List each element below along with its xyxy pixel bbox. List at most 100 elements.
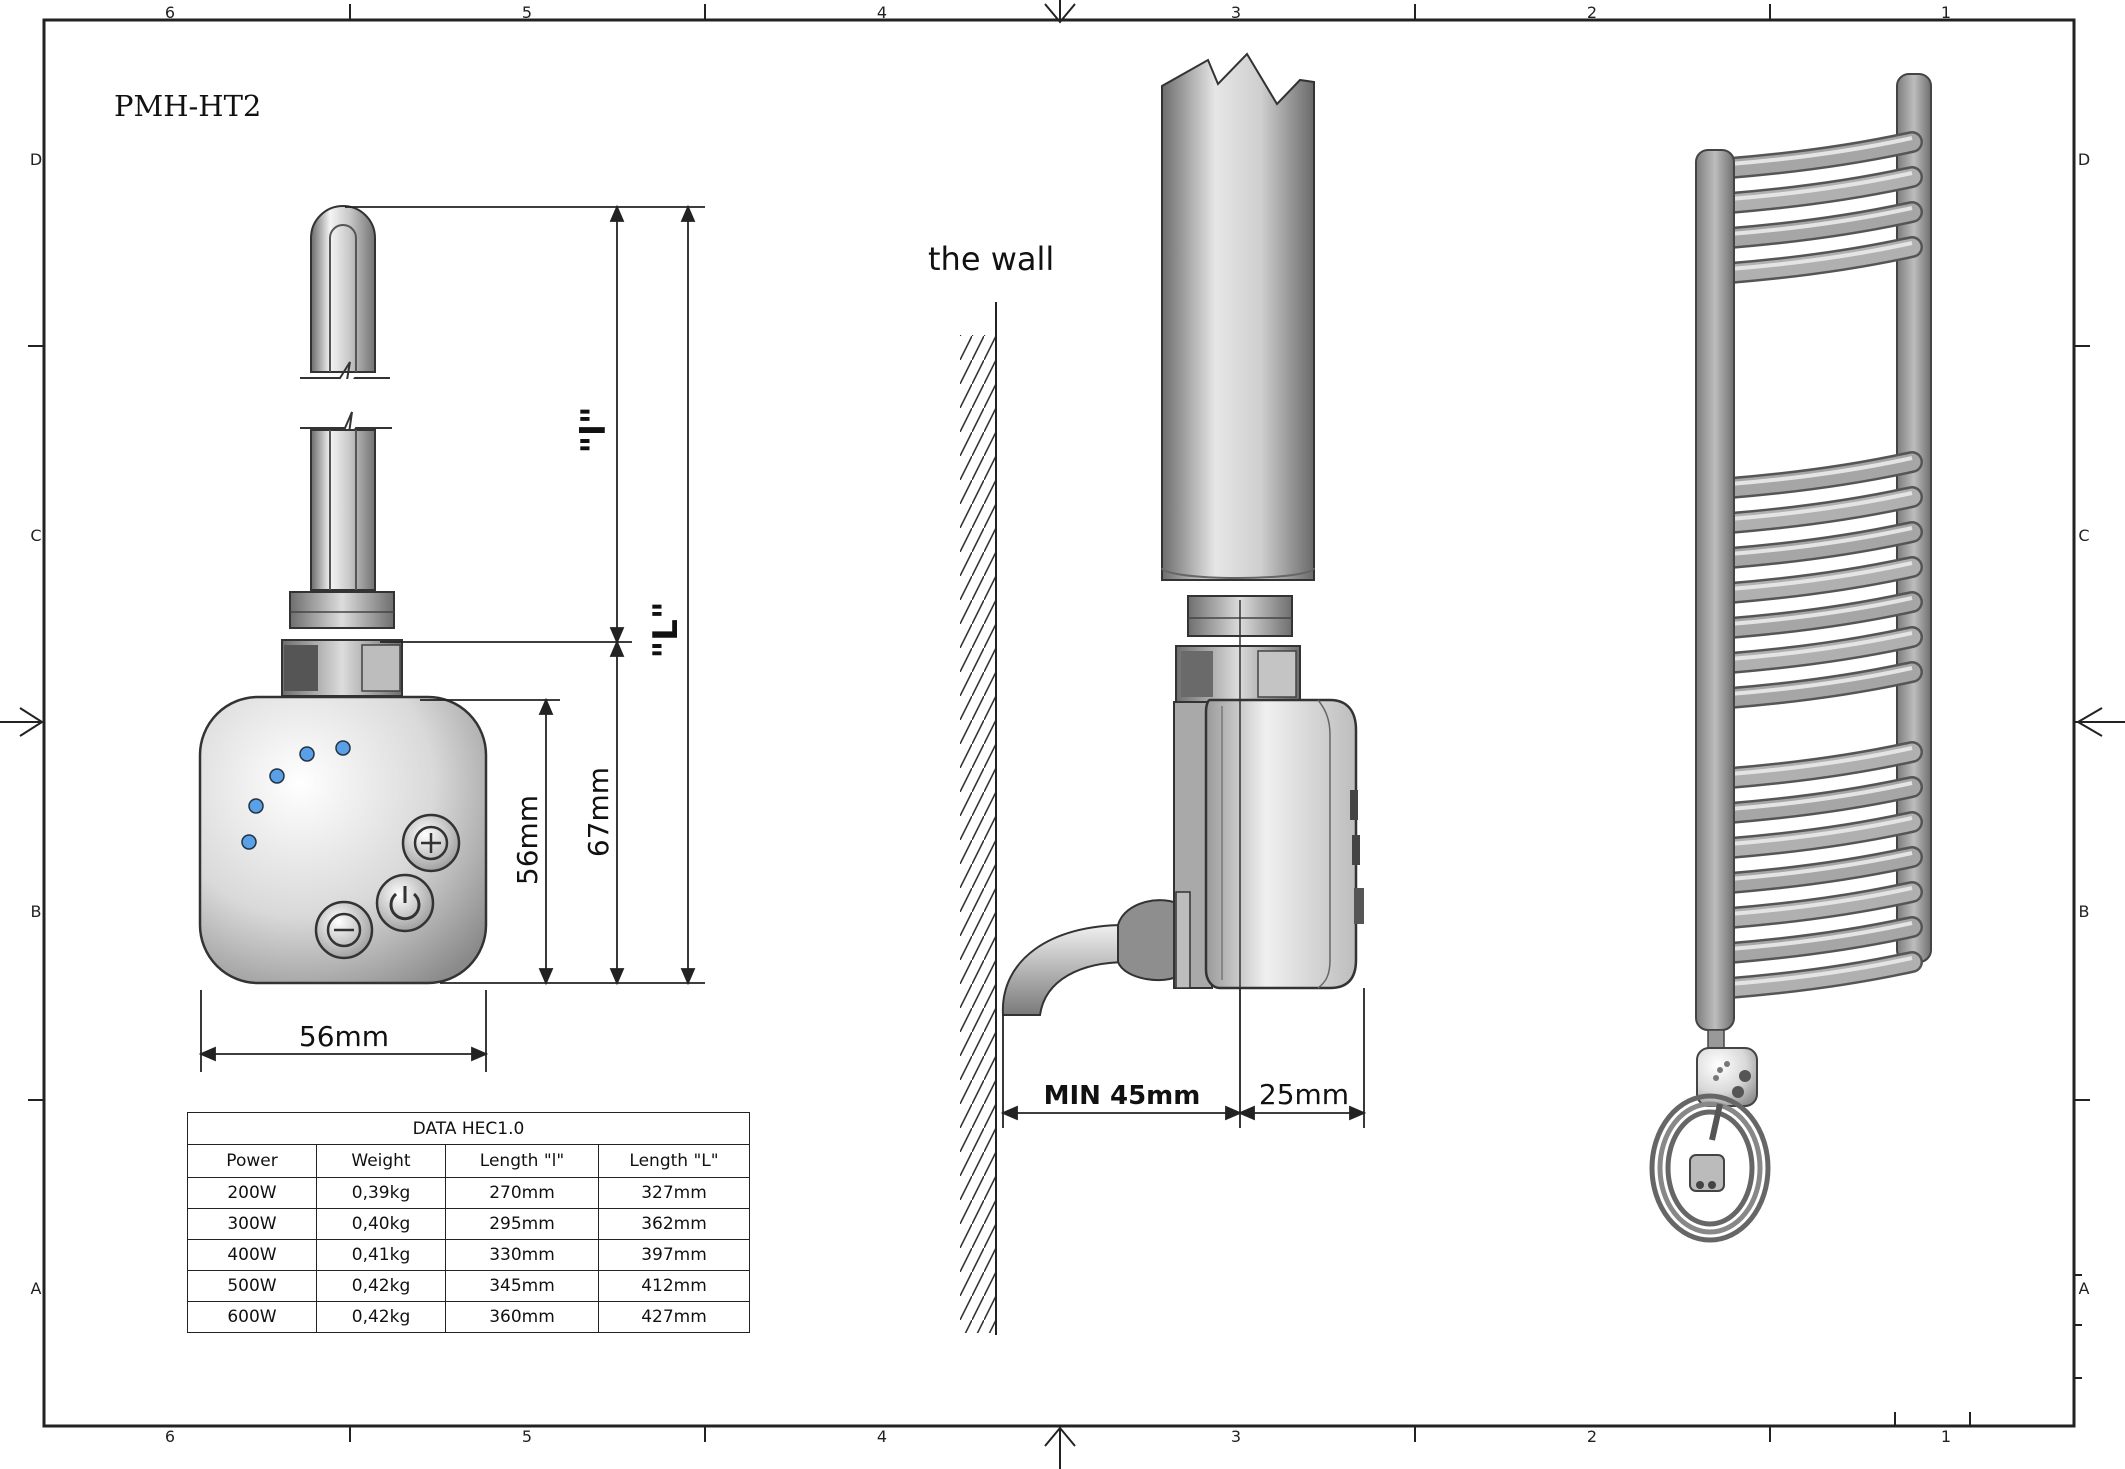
radiator-bar [1721,663,1921,707]
table-cell: 0,40kg [316,1208,446,1240]
table-row: 500W 0,42kg 345mm 412mm [187,1270,750,1302]
dim-label-56mm-width: 56mm [299,1020,389,1053]
table-title: DATA HEC1.0 [187,1112,750,1145]
table-header-length-l: Length "l" [445,1144,599,1178]
radiator-bar-highlight [1729,921,1913,951]
minus-button-icon [314,900,374,960]
radiator-bar [1721,168,1921,212]
radiator-bar-highlight [1729,596,1913,626]
radiator-bar-highlight [1729,561,1913,591]
radiator-bar-highlight [1729,851,1913,881]
table-header-power: Power [187,1144,317,1178]
radiator-bar-highlight [1729,781,1913,811]
table-cell: 600W [187,1301,317,1333]
zone-row-right-a: A [2079,1279,2090,1298]
led-indicator-3 [269,768,285,784]
model-title: PMH-HT2 [114,89,261,123]
radiator-bar-highlight [1729,491,1913,521]
radiator-bar [1721,238,1921,282]
zone-col-bottom-5: 5 [522,1427,532,1446]
dim-label-67mm: 67mm [582,767,615,857]
table-cell: 0,41kg [316,1239,446,1271]
radiator-bar [1721,953,1921,997]
radiator-bar [1721,523,1921,567]
radiator-bar [1721,488,1921,532]
zone-col-top-4: 4 [877,3,887,22]
zone-col-bottom-6: 6 [165,1427,175,1446]
radiator-bar-highlight [1729,816,1913,846]
radiator-bar-highlight [1729,241,1913,271]
radiator-bar [1721,593,1921,637]
radiator-bar-highlight [1729,171,1913,201]
radiator-bar [1721,848,1921,892]
radiator-bar-highlight [1729,746,1913,776]
table-cell: 295mm [445,1208,599,1240]
table-cell: 397mm [598,1239,750,1271]
table-cell: 500W [187,1270,317,1302]
wall-label: the wall [928,240,1054,278]
data-table: DATA HEC1.0 Power Weight Length "l" Leng… [187,1112,750,1333]
led-indicator-1 [241,834,257,850]
dim-label-min-45mm: MIN 45mm [1044,1081,1201,1111]
radiator-bar-highlight [1729,526,1913,556]
zone-col-top-1: 1 [1941,3,1951,22]
radiator-bar-highlight [1729,666,1913,696]
zone-col-bottom-3: 3 [1231,1427,1241,1446]
radiator-bar [1721,778,1921,822]
radiator-bar-highlight [1729,206,1913,236]
table-row: 200W 0,39kg 270mm 327mm [187,1177,750,1209]
zone-row-left-d: D [30,150,42,169]
zone-row-right-c: C [2078,526,2089,545]
table-row: 600W 0,42kg 360mm 427mm [187,1301,750,1333]
radiator-bar [1721,133,1921,177]
table-cell: 0,39kg [316,1177,446,1209]
table-cell: 345mm [445,1270,599,1302]
radiator-bar [1721,558,1921,602]
zone-col-top-3: 3 [1231,3,1241,22]
front-view-dimensions [198,204,705,1072]
table-cell: 400W [187,1239,317,1271]
radiator-bar-highlight [1729,631,1913,661]
dim-label-25mm: 25mm [1259,1078,1349,1111]
radiator-bar-highlight [1729,136,1913,166]
zone-row-left-b: B [31,902,42,921]
zone-row-right-d: D [2078,150,2090,169]
led-indicator-5 [335,740,351,756]
zone-col-top-2: 2 [1587,3,1597,22]
radiator-bar-highlight [1729,886,1913,916]
table-cell: 0,42kg [316,1301,446,1333]
radiator-bar [1721,883,1921,927]
radiator-bar [1721,813,1921,857]
side-view-dimensions [1000,988,1367,1128]
table-cell: 360mm [445,1301,599,1333]
heater-side-view: the wall [928,52,1364,1335]
radiator-bar [1721,203,1921,247]
zone-col-top-5: 5 [522,3,532,22]
zone-col-top-6: 6 [165,3,175,22]
zone-col-bottom-1: 1 [1941,1427,1951,1446]
radiator-bar [1721,628,1921,672]
radiator-bar-highlight [1729,456,1913,486]
zone-row-left-a: A [31,1279,42,1298]
table-cell: 300W [187,1208,317,1240]
led-indicator-4 [299,746,315,762]
radiator-bar [1721,743,1921,787]
table-cell: 0,42kg [316,1270,446,1302]
table-cell: 200W [187,1177,317,1209]
towel-radiator-illustration [1649,73,1932,1243]
table-header-weight: Weight [316,1144,446,1178]
zone-row-right-b: B [2079,902,2090,921]
table-cell: 327mm [598,1177,750,1209]
table-cell: 270mm [445,1177,599,1209]
table-cell: 412mm [598,1270,750,1302]
dim-label-L-large: "L" [646,601,686,658]
table-row: 300W 0,40kg 295mm 362mm [187,1208,750,1240]
table-cell: 330mm [445,1239,599,1271]
heater-front-view [198,205,488,985]
zone-col-bottom-2: 2 [1587,1427,1597,1446]
led-indicator-2 [248,798,264,814]
dim-label-56mm-height: 56mm [511,795,544,885]
table-header-length-L: Length "L" [598,1144,750,1178]
